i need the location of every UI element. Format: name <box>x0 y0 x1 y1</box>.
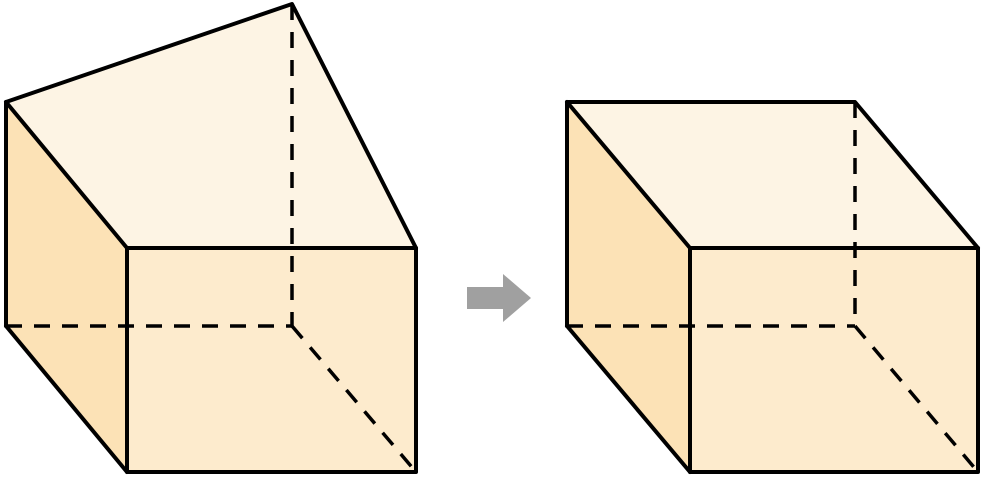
prism-top-front-edge <box>4 100 129 250</box>
cube-hidden-edge-diagonal <box>853 324 980 474</box>
cube-front-outline <box>688 246 980 474</box>
cube-top-front-edge <box>565 100 692 250</box>
cube-top-face <box>567 102 978 248</box>
prism-side-face <box>6 102 127 472</box>
right-arrow-icon <box>467 274 531 322</box>
cube-figure-right <box>565 100 980 474</box>
cube-bottom-left-edge <box>565 324 692 474</box>
prism-figure-left <box>4 2 418 474</box>
prism-top-face <box>6 4 416 248</box>
cube-top-outline <box>565 100 980 250</box>
prism-top-outline <box>4 2 418 250</box>
prism-hidden-edge-diagonal <box>290 324 418 474</box>
prism-front-outline <box>125 246 418 474</box>
cube-front-face <box>690 248 978 472</box>
cube-side-face <box>567 102 690 472</box>
prism-front-face <box>127 248 416 472</box>
prism-bottom-left-edge <box>4 324 129 474</box>
